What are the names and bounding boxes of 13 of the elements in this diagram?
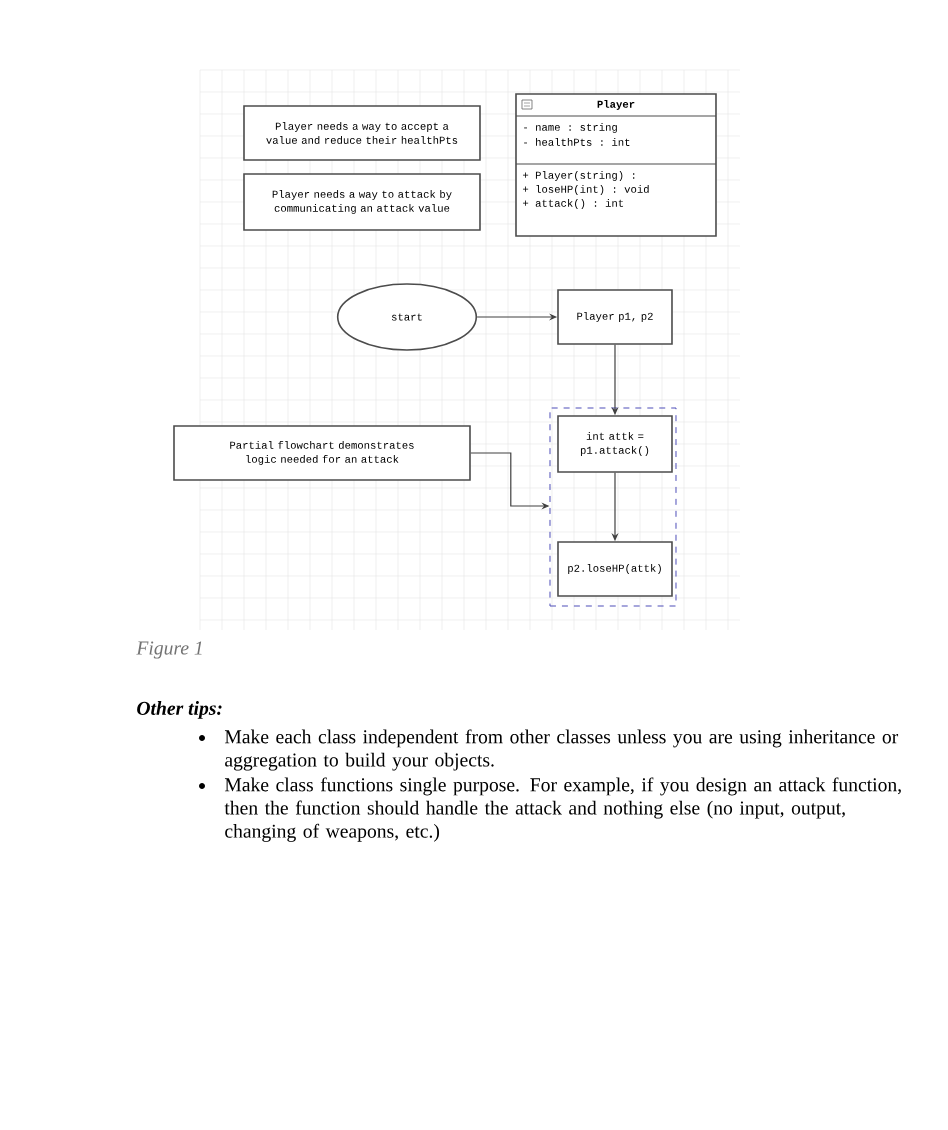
- note-box: [173, 425, 471, 481]
- process-box: [557, 289, 673, 345]
- dashed-group-box: [549, 407, 677, 607]
- process-box: [557, 415, 673, 473]
- bullet-text: Make class functions single purpose. For example, if you design an attack function, then the function should handle the attack and nothing else (no input, output, changing of weapons, etc.): [224, 777, 901, 842]
- note-box: [243, 105, 481, 161]
- figure-caption: Figure 1: [136, 641, 202, 659]
- heading: Other tips:: [137, 701, 222, 719]
- start-ellipse: [336, 283, 478, 351]
- process-box: [557, 541, 673, 597]
- bullet-text: Make each class independent from other classes unless you are using inheritance or aggregation to build your objects.: [224, 729, 899, 771]
- class-box: [515, 93, 717, 237]
- note-box: [243, 173, 481, 231]
